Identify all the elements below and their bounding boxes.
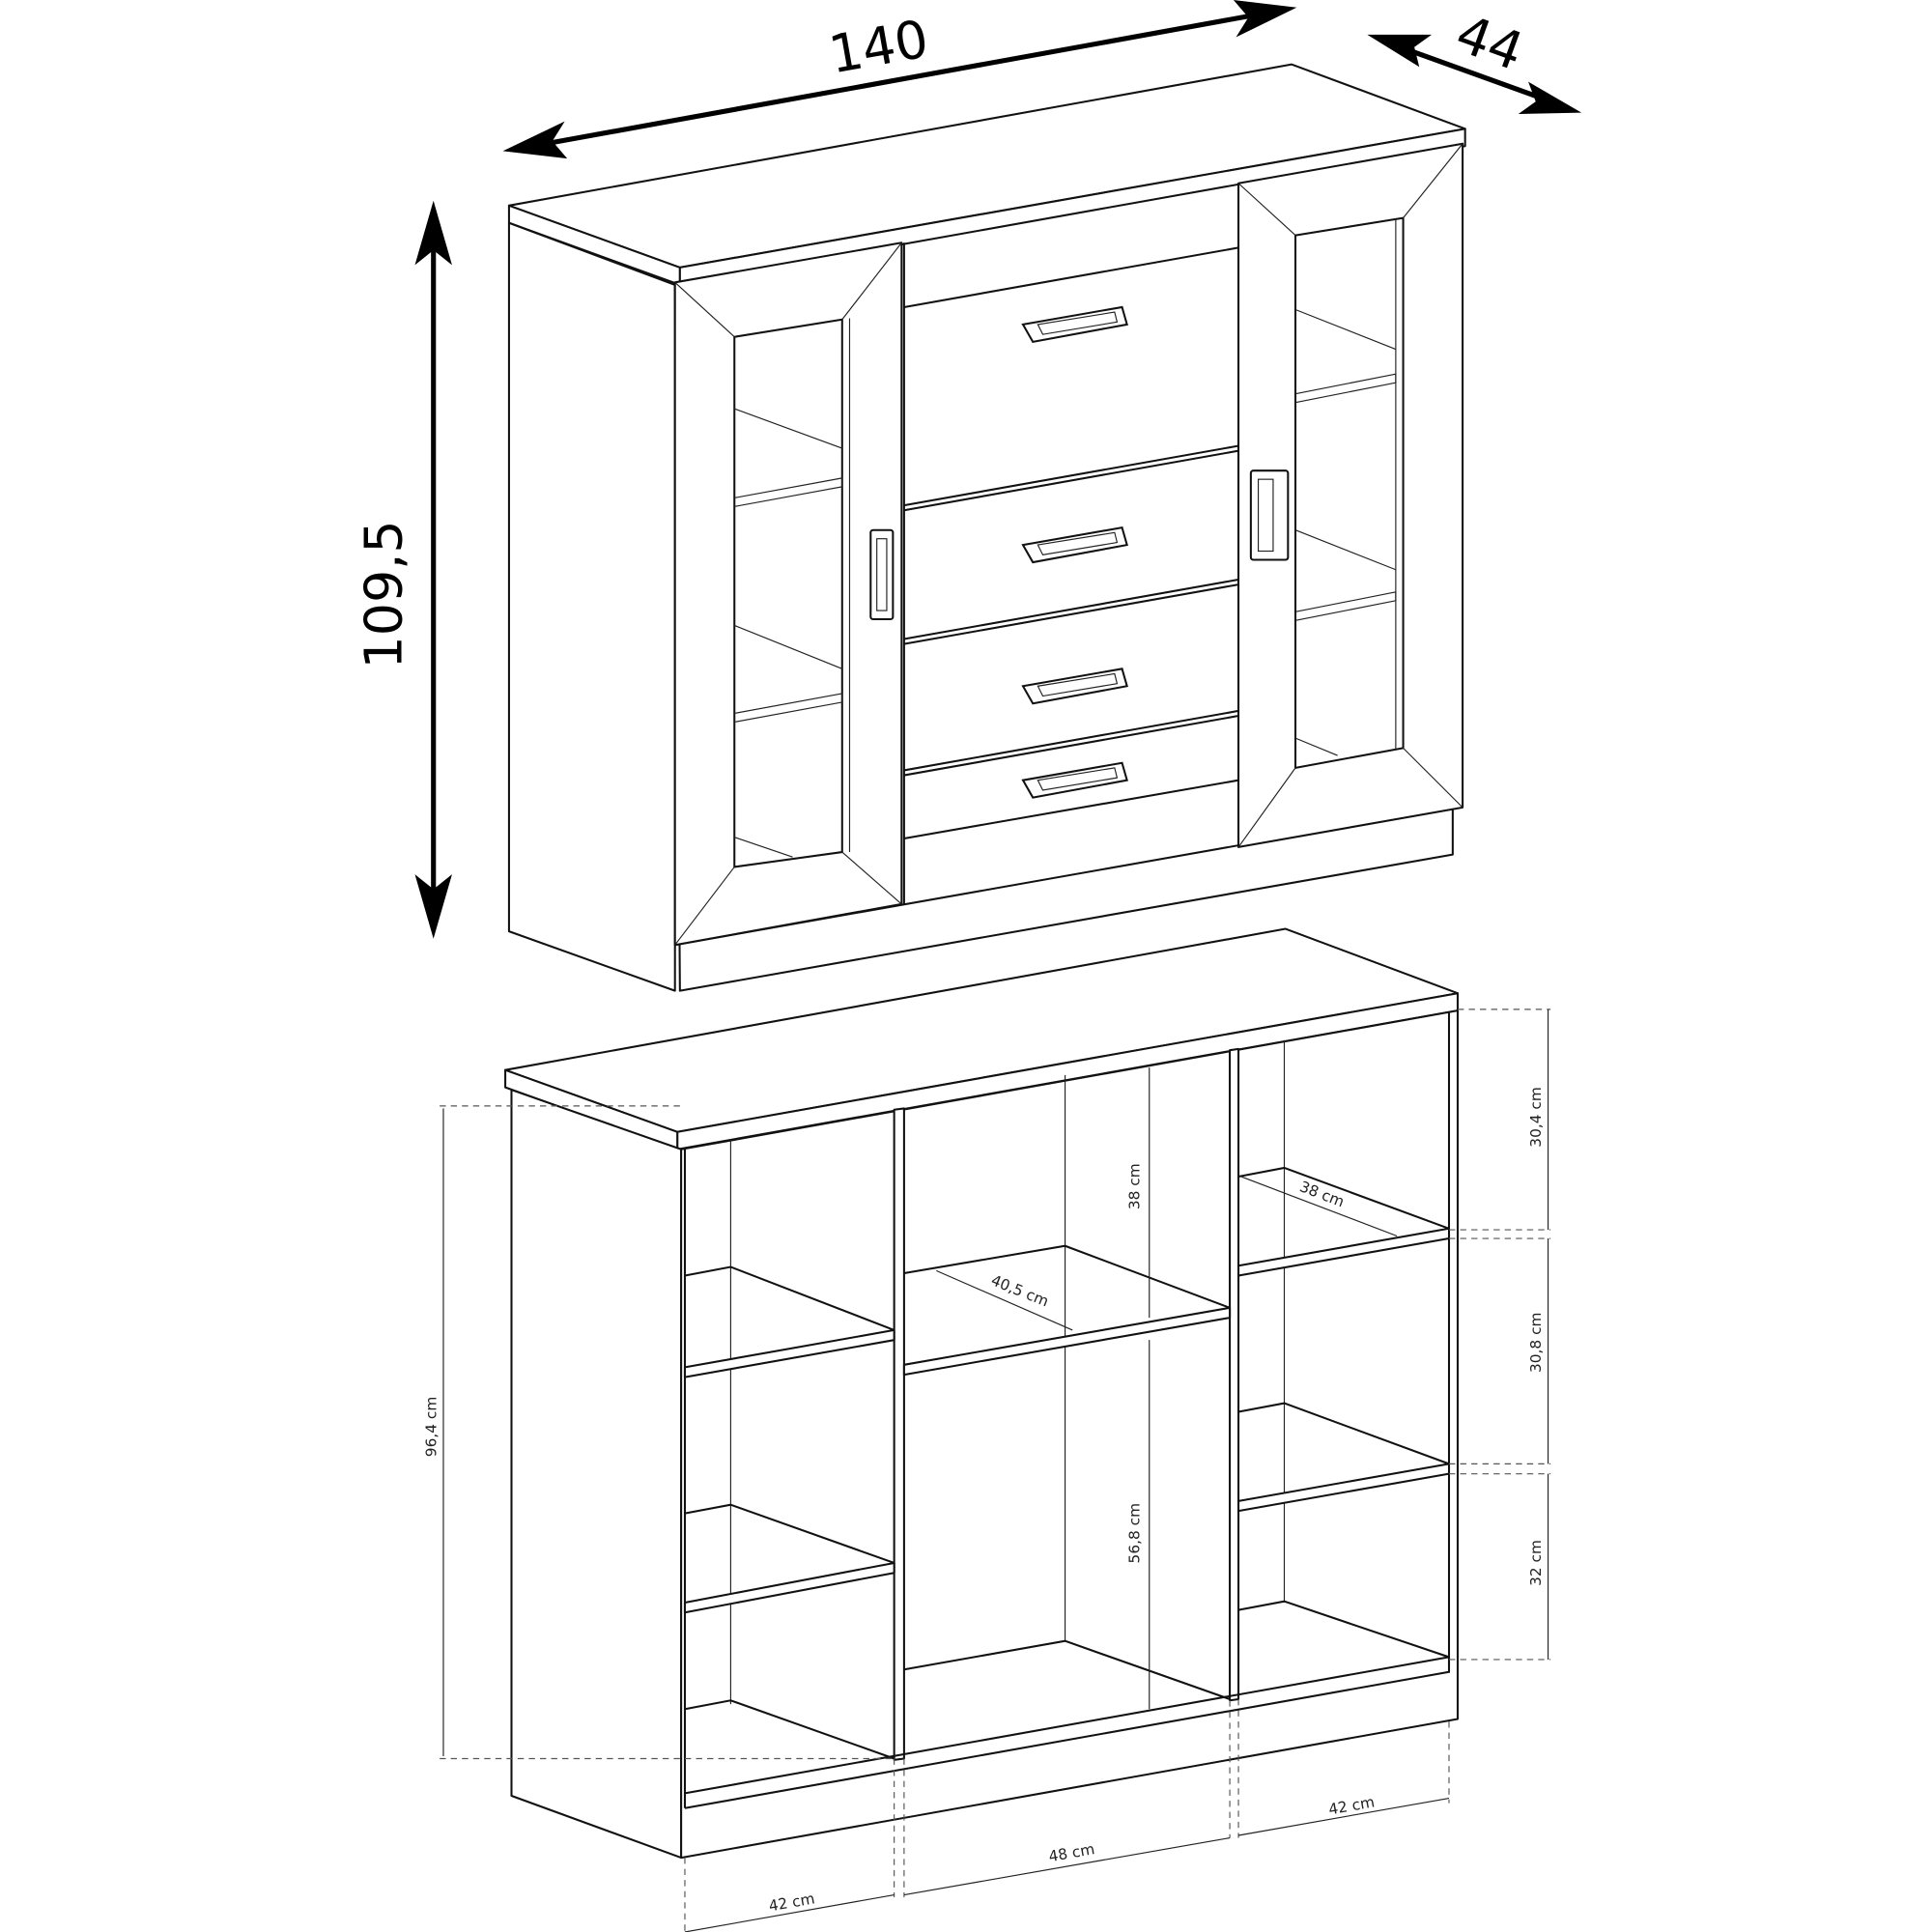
dim-total-inner-height: 96,4 cm (422, 1397, 440, 1458)
dim-right-top-height: 30,4 cm (1527, 1087, 1545, 1148)
arrowhead-icon (414, 874, 452, 939)
drawer-handle-icon (1021, 761, 1128, 799)
upper-right-glass-door (1237, 142, 1464, 848)
arrowhead-icon (414, 200, 452, 266)
dim-center-bottom-height: 56,8 cm (1125, 1503, 1143, 1564)
lower-divider-right (1229, 1047, 1240, 1702)
dim-right-width: 42 cm (1327, 1793, 1376, 1818)
width-label: 140 (825, 9, 933, 86)
arrowhead-icon (1233, 0, 1297, 38)
upper-cabinet: 140 44 109,5 (353, 0, 1582, 992)
lower-left-compartment (683, 1139, 895, 1760)
drawer-handle-icon (1021, 668, 1128, 705)
door-handle-icon (869, 528, 895, 621)
lower-bottom-board (684, 1656, 1451, 1809)
lower-front (680, 1009, 1460, 1860)
upper-height-dimension: 109,5 (353, 200, 452, 939)
arrowhead-icon (502, 121, 568, 159)
drawer-handle-icon (1021, 305, 1128, 343)
lower-divider-left (893, 1107, 905, 1761)
drawer-handle-icon (1021, 526, 1128, 564)
dim-center-top-height: 38 cm (1125, 1163, 1143, 1209)
dim-right-bottom-height: 32 cm (1527, 1540, 1545, 1586)
door-handle-icon (1249, 469, 1290, 561)
upper-side-panel (507, 221, 676, 992)
dim-right-middle-height: 30,8 cm (1527, 1312, 1545, 1373)
lower-side-panel (510, 1089, 683, 1860)
arrowhead-icon (1518, 81, 1582, 114)
upper-depth-dimension: 44 (1367, 3, 1582, 114)
dim-left-width: 42 cm (768, 1889, 816, 1915)
lower-center-compartment (902, 1074, 1232, 1700)
arrowhead-icon (1367, 34, 1433, 68)
height-label: 109,5 (353, 520, 413, 668)
upper-width-dimension: 140 (502, 0, 1297, 159)
upper-left-glass-door (673, 242, 903, 947)
lower-cabinet: 96,4 cm 38 cm 56,8 cm 40,5 cm 38 cm 30,4… (422, 927, 1551, 1932)
dim-center-width: 48 cm (1047, 1840, 1095, 1865)
upper-top-edge-front (678, 128, 1466, 286)
